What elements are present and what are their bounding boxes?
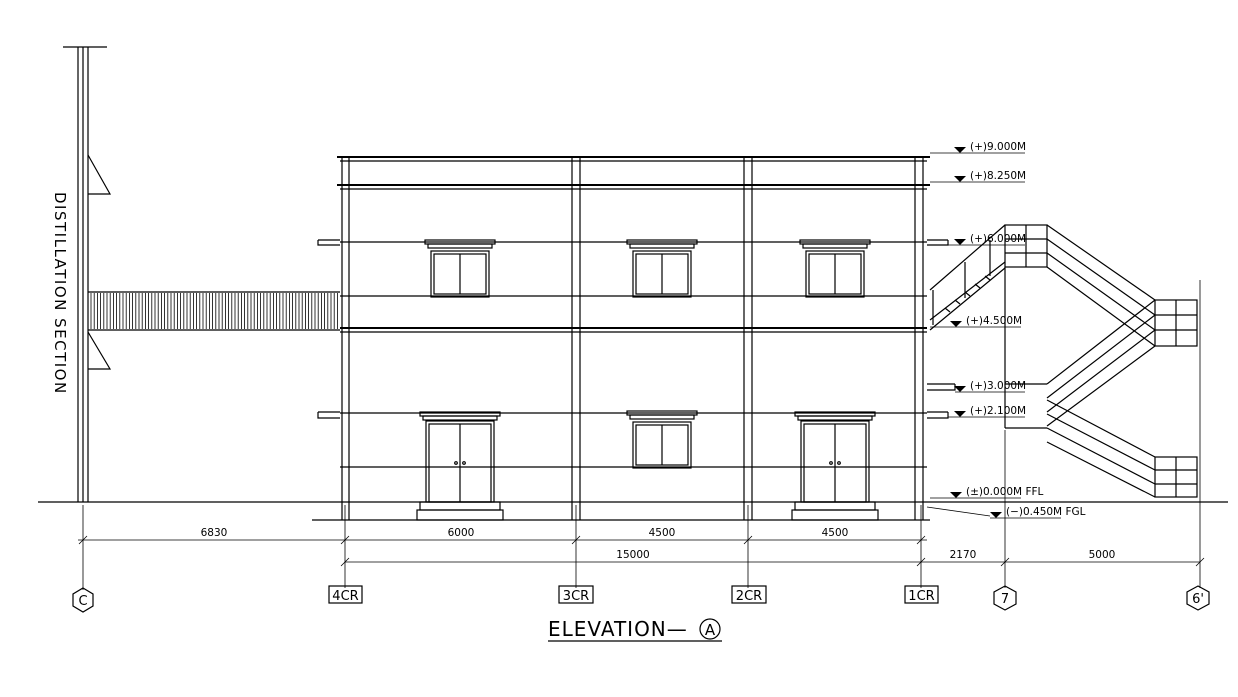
main-building [317,156,956,521]
distillation-section-label: DISTILLATION SECTION [51,192,69,395]
external-staircase [929,224,1198,498]
grid-marker-7: 7 [993,585,1017,611]
level-label: (+)3.000M [970,380,1026,392]
grid-marker-1cr: 1CR [904,585,939,604]
svg-text:3CR: 3CR [563,589,589,604]
drawing-title: ELEVATION— A [548,617,722,642]
dim-5000: 5000 [1089,549,1116,561]
level-label: (+)2.100M [970,405,1026,417]
dim-6830: 6830 [201,527,228,539]
title-marker: A [705,621,716,639]
level-label: (+)4.500M [966,315,1022,327]
dim-6000: 6000 [448,527,475,539]
grid-marker-6: 6' [1186,585,1210,611]
grid-marker-3cr: 3CR [558,585,594,604]
dimension-lines [78,280,1205,590]
title-text: ELEVATION— [548,617,688,641]
grid-marker-2cr: 2CR [731,585,767,604]
level-label: (+)6.000M [970,233,1026,245]
level-label: (+)8.250M [970,170,1026,182]
level-label: (−)0.450M FGL [1006,506,1086,518]
grid-marker-4cr: 4CR [328,585,363,604]
svg-text:C: C [78,594,87,609]
svg-text:7: 7 [1001,592,1009,607]
connecting-bridge [88,291,340,331]
level-markers: (+)9.000M (+)8.250M (+)6.000M (+)4.500M (+)3… [930,141,1086,519]
svg-text:1CR: 1CR [908,589,934,604]
svg-text:4CR: 4CR [332,589,358,604]
dim-4500-a: 4500 [649,527,676,539]
svg-text:2CR: 2CR [736,589,762,604]
dim-4500-b: 4500 [822,527,849,539]
dim-15000: 15000 [616,549,649,561]
distillation-section-structure: DISTILLATION SECTION [51,46,112,502]
svg-text:6': 6' [1192,592,1204,607]
grid-marker-c: C [72,587,94,613]
dim-2170: 2170 [950,549,977,561]
level-label: (+)9.000M [970,141,1026,153]
